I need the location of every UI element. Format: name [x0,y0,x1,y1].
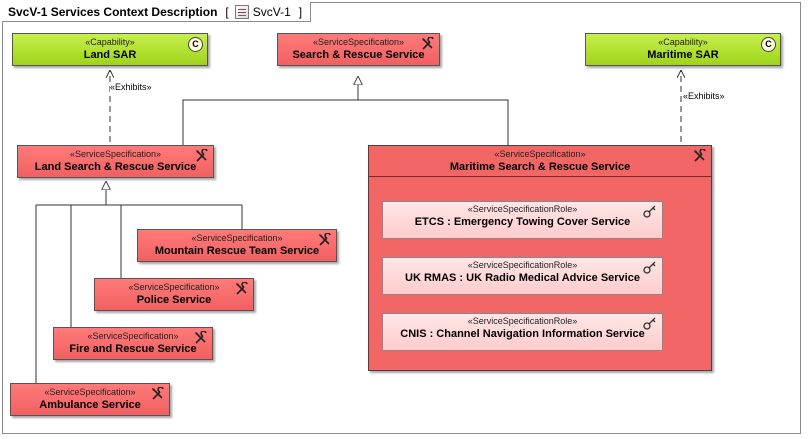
role-name: UK RMAS : UK Radio Medical Advice Servic… [405,272,640,284]
service-name: Police Service [136,294,212,306]
bracket-open: [ [225,4,229,19]
role-name: CNIS : Channel Navigation Information Se… [400,328,645,340]
service-police[interactable]: «ServiceSpecification» Police Service [94,278,254,311]
generalization-land [35,181,243,383]
wrench-screwdriver-icon [236,282,248,295]
service-name: Search & Rescue Service [292,49,425,61]
service-stereotype: «ServiceSpecification» [494,149,586,159]
role-etcs[interactable]: «ServiceSpecificationRole» ETCS : Emerge… [382,201,663,239]
role-stereotype: «ServiceSpecificationRole» [467,204,578,214]
maritime-header: «ServiceSpecification» Maritime Search &… [369,146,711,177]
role-key-icon [643,205,656,218]
wrench-screwdriver-icon [152,387,164,400]
capability-maritime-sar[interactable]: C «Capability» Maritime SAR [585,33,781,66]
service-land-search-rescue[interactable]: «ServiceSpecification» Land Search & Res… [17,145,214,178]
service-fire-rescue[interactable]: «ServiceSpecification» Fire and Rescue S… [53,327,213,360]
capability-name: Maritime SAR [647,49,719,61]
wrench-screwdriver-icon [319,233,331,246]
diagram-title-tab: SvcV-1 Services Context Description [ Sv… [2,2,312,22]
diagram-title: SvcV-1 Services Context Description [8,4,218,19]
generalization-top [182,76,509,145]
service-name: Fire and Rescue Service [69,343,197,355]
capability-name: Land SAR [83,49,137,61]
capability-c-icon: C [761,37,776,52]
service-name: Maritime Search & Rescue Service [449,161,631,173]
bracket-close: ] [298,4,303,19]
capability-stereotype: «Capability» [658,37,708,47]
wrench-screwdriver-icon [694,149,706,162]
service-mountain-rescue[interactable]: «ServiceSpecification» Mountain Rescue T… [137,229,337,262]
role-uk-rmas[interactable]: «ServiceSpecificationRole» UK RMAS : UK … [382,257,663,295]
service-stereotype: «ServiceSpecification» [128,282,220,292]
role-stereotype: «ServiceSpecificationRole» [467,260,578,270]
service-ambulance[interactable]: «ServiceSpecification» Ambulance Service [10,383,170,416]
exhibits-label-right: «Exhibits» [683,91,725,101]
wrench-screwdriver-icon [195,331,207,344]
service-name: Land Search & Rescue Service [34,161,197,173]
capability-land-sar[interactable]: C «Capability» Land SAR [12,33,208,66]
role-key-icon [643,261,656,274]
service-search-rescue[interactable]: «ServiceSpecification» Search & Rescue S… [277,33,440,66]
capability-c-icon: C [188,37,203,52]
diagram-ref-label: SvcV-1 [252,4,291,19]
wrench-screwdriver-icon [196,149,208,162]
service-stereotype: «ServiceSpecification» [69,149,162,159]
wrench-screwdriver-icon [422,37,434,50]
role-cnis[interactable]: «ServiceSpecificationRole» CNIS : Channe… [382,313,663,351]
service-stereotype: «ServiceSpecification» [191,233,283,243]
service-stereotype: «ServiceSpecification» [87,331,179,341]
diagram-icon [234,4,249,19]
service-stereotype: «ServiceSpecification» [312,37,405,47]
capability-stereotype: «Capability» [85,37,135,47]
service-name: Ambulance Service [39,399,141,411]
service-name: Mountain Rescue Team Service [154,245,320,257]
role-name: ETCS : Emergency Towing Cover Service [414,216,631,228]
service-stereotype: «ServiceSpecification» [44,387,136,397]
role-key-icon [643,317,656,330]
exhibits-label-left: «Exhibits» [110,82,152,92]
role-stereotype: «ServiceSpecificationRole» [467,316,578,326]
